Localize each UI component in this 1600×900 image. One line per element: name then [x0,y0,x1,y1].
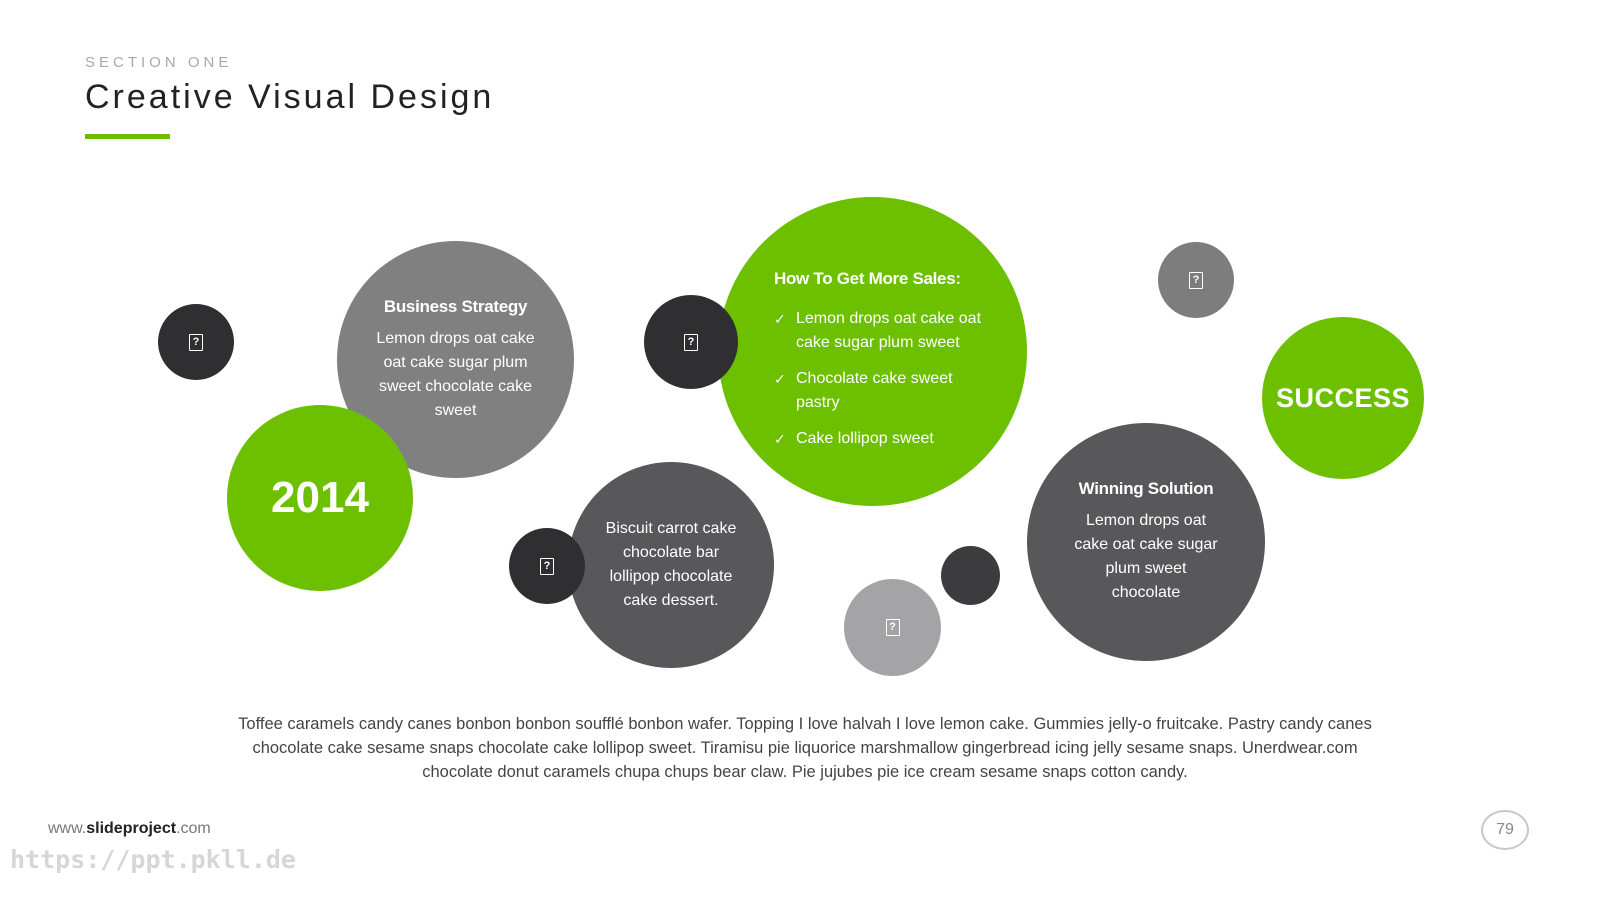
icon-bubble-sales: ? [644,295,738,389]
page-number: 79 [1481,810,1529,850]
footer-site-link[interactable]: www.slideproject.com [48,820,211,837]
sales-list: ✓Lemon drops oat cake oat cake sugar plu… [774,307,984,463]
biscuit-bubble: Biscuit carrot cake chocolate bar lollip… [568,462,774,668]
placeholder-icon: ? [189,333,203,351]
list-item: ✓Chocolate cake sweet pastry [774,367,984,415]
placeholder-icon: ? [1189,271,1203,289]
check-icon: ✓ [774,431,786,447]
icon-bubble-biscuit: ? [509,528,585,604]
list-item: ✓Lemon drops oat cake oat cake sugar plu… [774,307,984,355]
title-underline [85,134,170,139]
year-value: 2014 [271,473,369,522]
section-label: SECTION ONE [85,54,233,71]
list-item: ✓Cake lollipop sweet [774,427,984,451]
icon-bubble-bottom: ? [844,579,941,676]
page-title: Creative Visual Design [85,78,495,116]
biscuit-text: Biscuit carrot cake chocolate bar lollip… [605,520,737,609]
placeholder-icon: ? [540,557,554,575]
watermark: https://ppt.pkll.de [10,845,296,874]
success-label: SUCCESS [1275,382,1411,413]
check-icon: ✓ [774,371,786,387]
small-dot-bubble [941,546,1000,605]
body-paragraph: Toffee caramels candy canes bonbon bonbo… [238,715,1372,781]
winning-solution-text: Lemon drops oat cake oat cake sugar plum… [1074,512,1218,601]
placeholder-icon: ? [684,333,698,351]
winning-solution-bubble: Winning Solution Lemon drops oat cake oa… [1027,423,1265,661]
sales-title: How To Get More Sales: [774,269,961,288]
year-bubble: 2014 [227,405,413,591]
business-strategy-text: Lemon drops oat cake oat cake sugar plum… [376,329,535,419]
sales-bubble: How To Get More Sales: ✓Lemon drops oat … [718,197,1027,506]
placeholder-icon: ? [885,619,900,636]
icon-bubble-left: ? [158,304,234,380]
winning-solution-title: Winning Solution [1078,479,1214,498]
check-icon: ✓ [774,311,786,327]
icon-bubble-top-right: ? [1158,242,1234,318]
business-strategy-title: Business Strategy [383,296,528,316]
success-bubble: SUCCESS [1262,317,1424,479]
